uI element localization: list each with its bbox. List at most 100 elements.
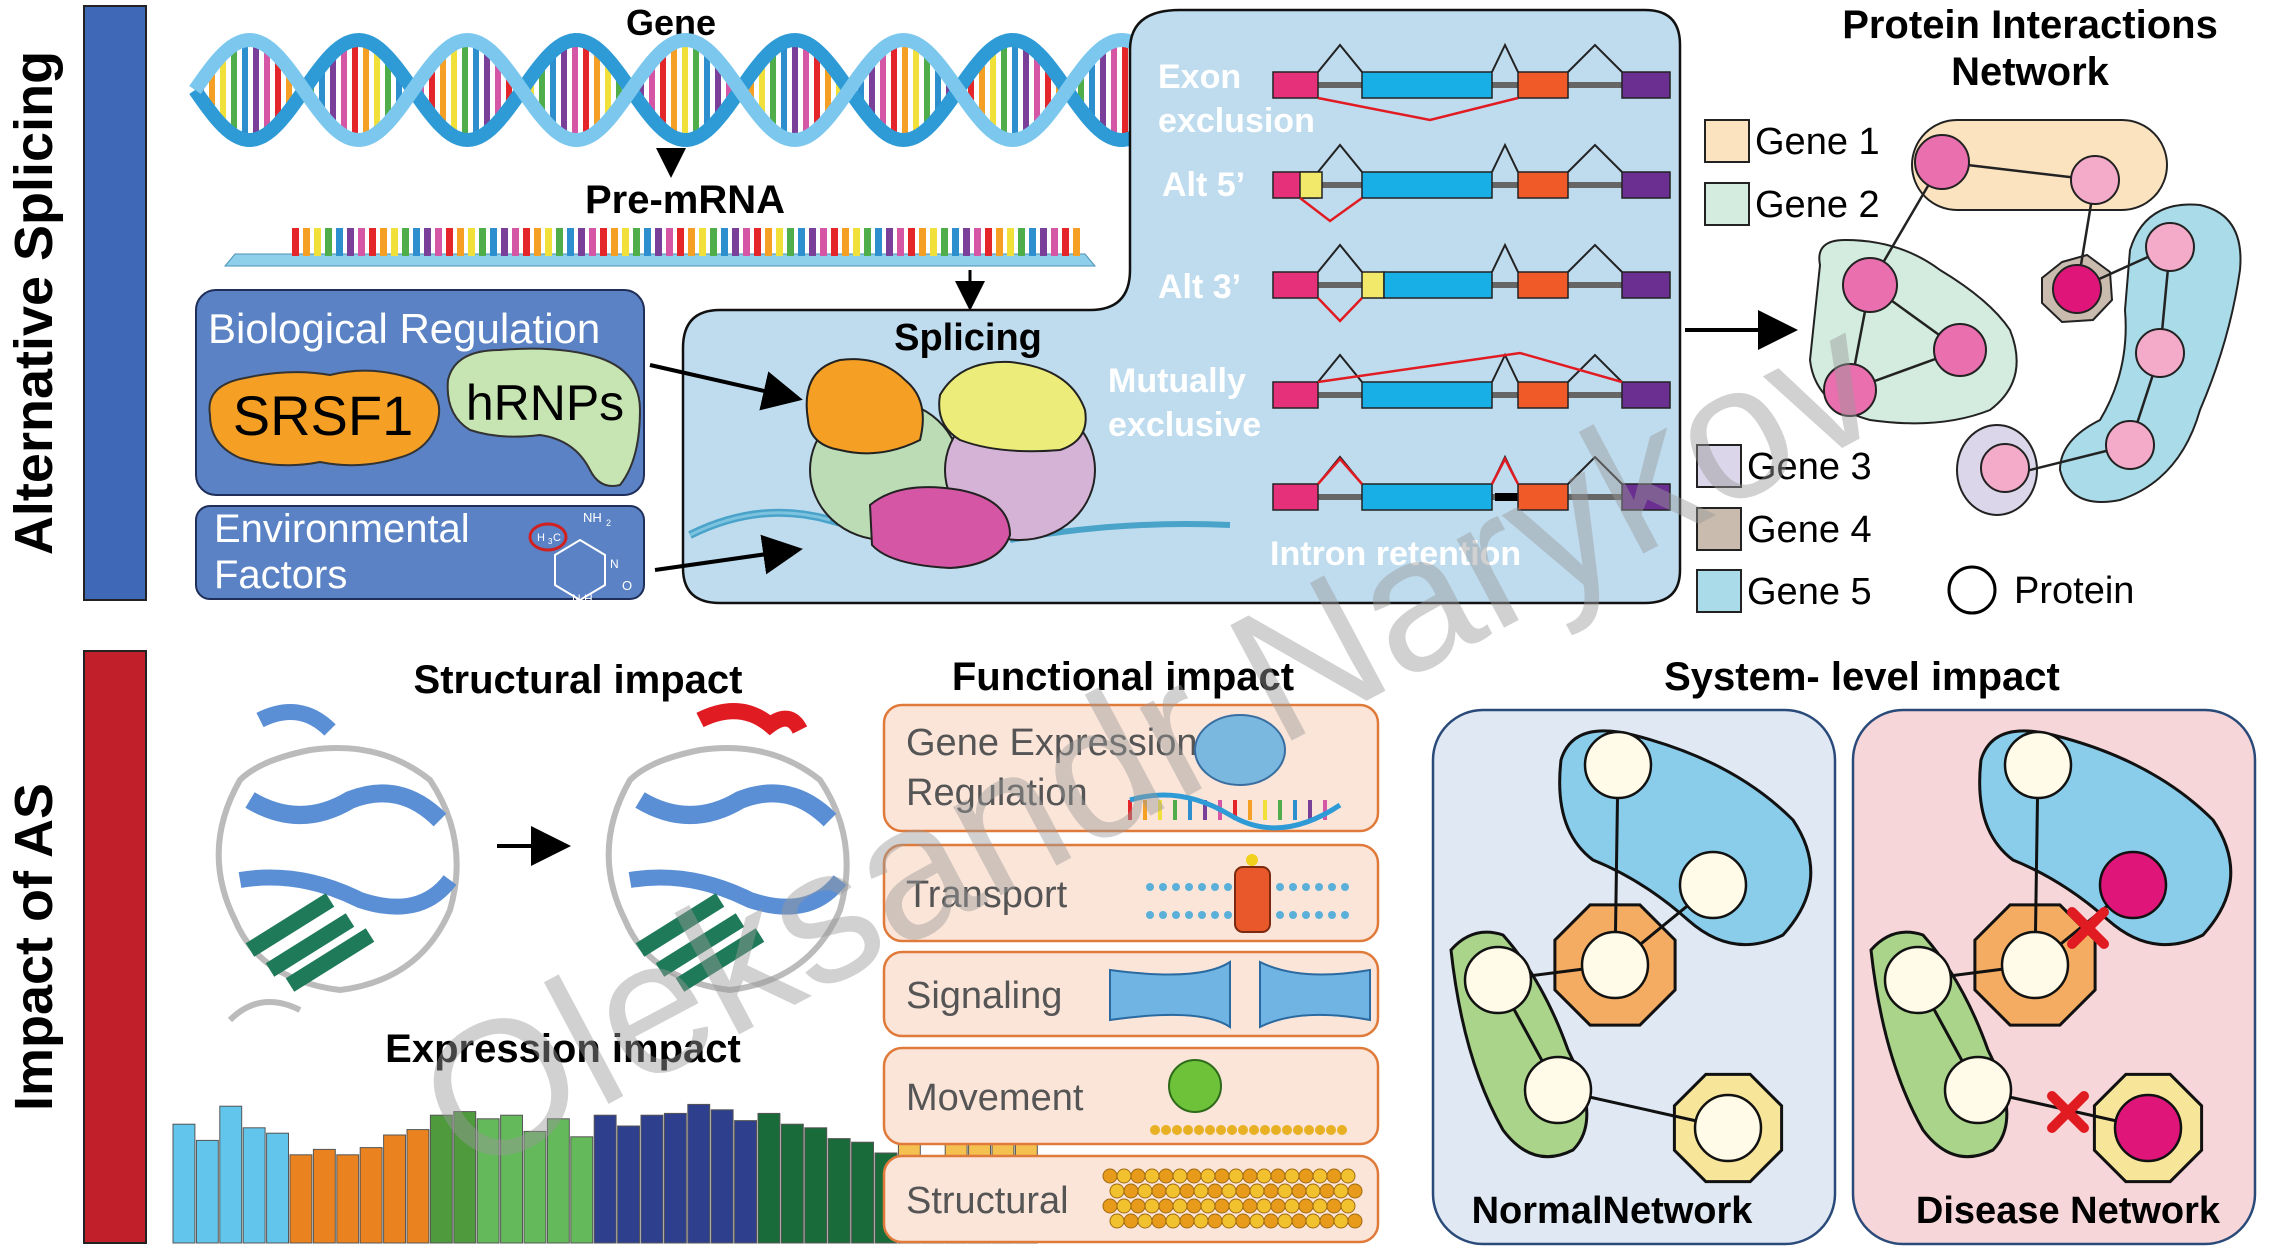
alt-splice-path (1299, 196, 1363, 223)
exon (1517, 381, 1569, 409)
bar (383, 1134, 407, 1244)
membrane-lipid (1146, 911, 1154, 919)
ppi-title-line1: Protein Interactions (1842, 3, 2218, 47)
molecule-label: N (610, 557, 619, 571)
protein-node (1580, 930, 1650, 1000)
microtubule-subunit (1207, 1183, 1223, 1199)
nucleotide (1062, 228, 1069, 256)
membrane-lipid (1289, 911, 1297, 919)
altered-protein-node (2113, 1093, 2183, 1163)
bar (663, 1112, 687, 1244)
nucleotide (523, 228, 530, 256)
bar (851, 1141, 874, 1244)
microtubule-subunit (1179, 1183, 1195, 1199)
methylcytosine-molecule-icon: NH 2 H 3 C N N H O (528, 510, 632, 606)
membrane-lipid (1146, 883, 1154, 891)
bar (266, 1132, 290, 1244)
functional-impact-list: Gene ExpressionRegulationTransportSignal… (882, 703, 1380, 1244)
microtubule-subunit (1116, 1198, 1132, 1214)
microtubule-subunit (1256, 1168, 1272, 1184)
molecule-label: NH (583, 510, 602, 525)
alt-splice-path (1317, 456, 1520, 485)
molecule-label: 3 (548, 537, 553, 546)
nucleotide (556, 228, 563, 256)
microtubule-subunit (1221, 1213, 1237, 1229)
nucleotide (468, 228, 475, 256)
nucleotide (369, 228, 376, 256)
exon (1621, 171, 1671, 199)
nucleotide (303, 228, 310, 256)
microtubule-subunit (1298, 1198, 1314, 1214)
microtubule-subunit (1207, 1213, 1223, 1229)
protein-node (1678, 850, 1748, 920)
nucleotide (974, 228, 981, 256)
nucleotide (886, 228, 893, 256)
splice-type-5: Intron retention (1270, 454, 1671, 573)
microtubule-subunit (1144, 1168, 1160, 1184)
bar (500, 1114, 524, 1244)
functional-item-label: Regulation (906, 772, 1088, 814)
nucleotide (644, 228, 651, 256)
filament-bead (1326, 1125, 1336, 1135)
microtubule-subunit (1235, 1213, 1251, 1229)
environmental-factors-box: Environmental Factors NH 2 H 3 C N N H O (195, 505, 645, 606)
nucleotide (589, 228, 596, 256)
nucleotide (611, 228, 618, 256)
nucleotide (787, 228, 794, 256)
membrane-lipid (1315, 911, 1323, 919)
membrane-lipid (1159, 883, 1167, 891)
alt-splice-path (1317, 297, 1363, 323)
microtubule-subunit (1214, 1168, 1230, 1184)
legend-item-gene-4: Gene 4 (1696, 507, 1872, 551)
legend-item-gene-5: Gene 5 (1696, 569, 1872, 613)
microtubule-subunit (1340, 1198, 1356, 1214)
splice-junction (1491, 42, 1519, 73)
expression-bar-chart (172, 1103, 1038, 1244)
exon (1621, 271, 1671, 299)
nucleotide (875, 228, 882, 256)
environmental-title-line2: Factors (214, 553, 347, 597)
functional-item-label: Movement (906, 1077, 1084, 1119)
alt-splice-path (1317, 96, 1519, 122)
microtubule-subunit (1102, 1198, 1118, 1214)
protein-node (1943, 1055, 2013, 1125)
nucleotide (512, 228, 519, 256)
nucleotide (380, 228, 387, 256)
molecule-label: O (622, 578, 632, 593)
membrane-lipid (1185, 883, 1193, 891)
microtubule-subunit (1172, 1198, 1188, 1214)
splice-type-label: Exon (1158, 58, 1241, 96)
microtubule-subunit (1347, 1183, 1363, 1199)
bar (734, 1120, 757, 1244)
nucleotide (1051, 228, 1058, 256)
microtubule-subunit (1186, 1168, 1202, 1184)
protein-node (1883, 945, 1953, 1015)
nucleotide (963, 228, 970, 256)
system-impact-title: System- level impact (1664, 655, 2060, 699)
legend-label: Gene 5 (1747, 571, 1872, 613)
microtubule-subunit (1326, 1198, 1342, 1214)
microtubule-subunit (1284, 1168, 1300, 1184)
nucleotide (424, 228, 431, 256)
exon (1361, 71, 1493, 99)
exon (1621, 483, 1671, 511)
splice-junction (1567, 455, 1623, 485)
nucleotide (655, 228, 662, 256)
microtubule-subunit (1137, 1213, 1153, 1229)
nucleotide (710, 228, 717, 256)
microtubule-subunit (1249, 1183, 1265, 1199)
structural-impact-title: Structural impact (414, 658, 743, 702)
filament-bead (1249, 1125, 1259, 1135)
legend-label: Gene 3 (1747, 446, 1872, 488)
bar (827, 1138, 851, 1244)
membrane-lipid (1159, 911, 1167, 919)
srsf1-label: SRSF1 (233, 384, 414, 447)
premrna-strand-icon (223, 228, 1097, 267)
bar (687, 1103, 711, 1244)
premrna-label: Pre-mRNA (585, 178, 785, 222)
exon (1361, 171, 1493, 199)
altered-protein-node (2098, 850, 2168, 920)
exon (1517, 271, 1569, 299)
